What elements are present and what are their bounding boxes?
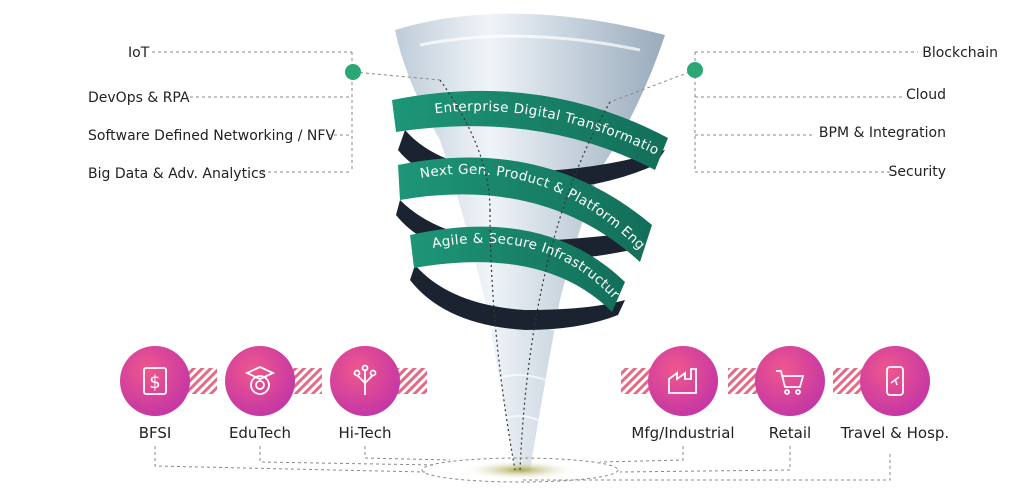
industry-bfsi: $ BFSI [120, 346, 217, 442]
industry-label: EduTech [229, 424, 291, 442]
right-dot [687, 62, 703, 78]
factory-icon [668, 368, 697, 394]
graduation-cap-gear-icon [244, 366, 276, 395]
industry-label: BFSI [139, 424, 172, 442]
industry-edutech: EduTech [225, 346, 322, 442]
dollar-chip-icon: $ [143, 367, 167, 395]
left-topic-label: IoT [128, 45, 150, 61]
shopping-cart-icon [776, 370, 805, 395]
industry-label: Travel & Hosp. [840, 424, 949, 442]
industry-label: Mfg/Industrial [631, 424, 734, 442]
band-1-shape [392, 90, 668, 170]
right-topic-label: Security [889, 164, 947, 180]
bottom-connectors [154, 446, 891, 483]
right-topic-label: Blockchain [922, 45, 998, 61]
tornado-dotted-lines [439, 79, 611, 471]
phone-airplane-icon [886, 366, 904, 396]
band-3-shape [410, 226, 625, 312]
industry-travel-hosp-: Travel & Hosp. [833, 346, 949, 442]
industry-mfg-industrial: Mfg/Industrial [621, 346, 735, 442]
circuit-tree-icon [353, 364, 377, 395]
left-topic-label: Software Defined Networking / NFV [88, 128, 335, 144]
industry-label: Hi-Tech [338, 424, 391, 442]
band-2-shape [398, 157, 652, 262]
industry-label: Retail [769, 424, 811, 442]
right-topic-label: BPM & Integration [819, 125, 946, 141]
right-topic-label: Cloud [906, 87, 946, 103]
industry-retail: Retail [728, 346, 825, 442]
svg-text:$: $ [149, 372, 160, 393]
industry-hi-tech: Hi-Tech [330, 346, 427, 442]
left-dot [345, 64, 361, 80]
capability-bands [392, 90, 668, 312]
left-topic-label: DevOps & RPA [88, 90, 190, 106]
left-topic-label: Big Data & Adv. Analytics [88, 166, 266, 182]
